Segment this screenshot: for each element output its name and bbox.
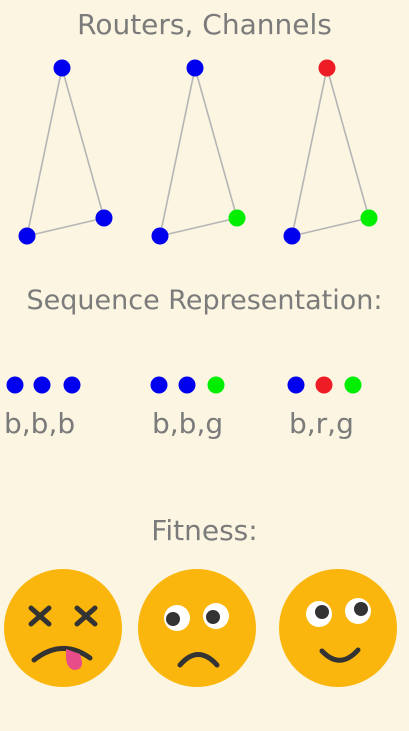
sequence-dot-3-3 <box>344 376 362 394</box>
title-fitness: Fitness: <box>151 514 258 547</box>
channel-edge-2-3 <box>159 217 238 237</box>
sequence-dot-1-2 <box>33 376 51 394</box>
router-node-3-1 <box>318 59 336 77</box>
router-node-1-1 <box>53 59 71 77</box>
sequence-dot-1-1 <box>6 376 24 394</box>
channel-edge-3-1 <box>291 67 328 237</box>
channel-edge-1-3 <box>26 217 105 237</box>
channel-edge-1-2 <box>61 67 105 219</box>
smile-face-icon <box>279 569 397 687</box>
router-node-1-2 <box>18 227 36 245</box>
sequence-dot-3-1 <box>287 376 305 394</box>
sequence-dot-2-3 <box>207 376 225 394</box>
sequence-dot-1-3 <box>63 376 81 394</box>
frown-face-icon <box>138 569 256 687</box>
channel-edge-3-2 <box>326 67 370 219</box>
sequence-label-3: b,r,g <box>289 407 354 440</box>
router-node-2-2 <box>151 227 169 245</box>
router-node-1-3 <box>95 209 113 227</box>
router-node-2-1 <box>186 59 204 77</box>
title-routers-channels: Routers, Channels <box>77 8 332 41</box>
router-node-2-3 <box>228 209 246 227</box>
sequence-dot-3-2 <box>315 376 333 394</box>
channel-edge-2-2 <box>194 67 238 219</box>
router-node-3-2 <box>283 227 301 245</box>
title-sequence-representation: Sequence Representation: <box>26 285 383 316</box>
dead-face-icon <box>4 569 122 687</box>
sequence-dot-2-2 <box>178 376 196 394</box>
channel-edge-3-3 <box>291 217 370 237</box>
channel-edge-1-1 <box>26 67 63 237</box>
router-node-3-3 <box>360 209 378 227</box>
sequence-label-2: b,b,g <box>152 407 224 440</box>
sequence-dot-2-1 <box>150 376 168 394</box>
channel-edge-2-1 <box>159 67 196 237</box>
sequence-label-1: b,b,b <box>4 407 76 440</box>
